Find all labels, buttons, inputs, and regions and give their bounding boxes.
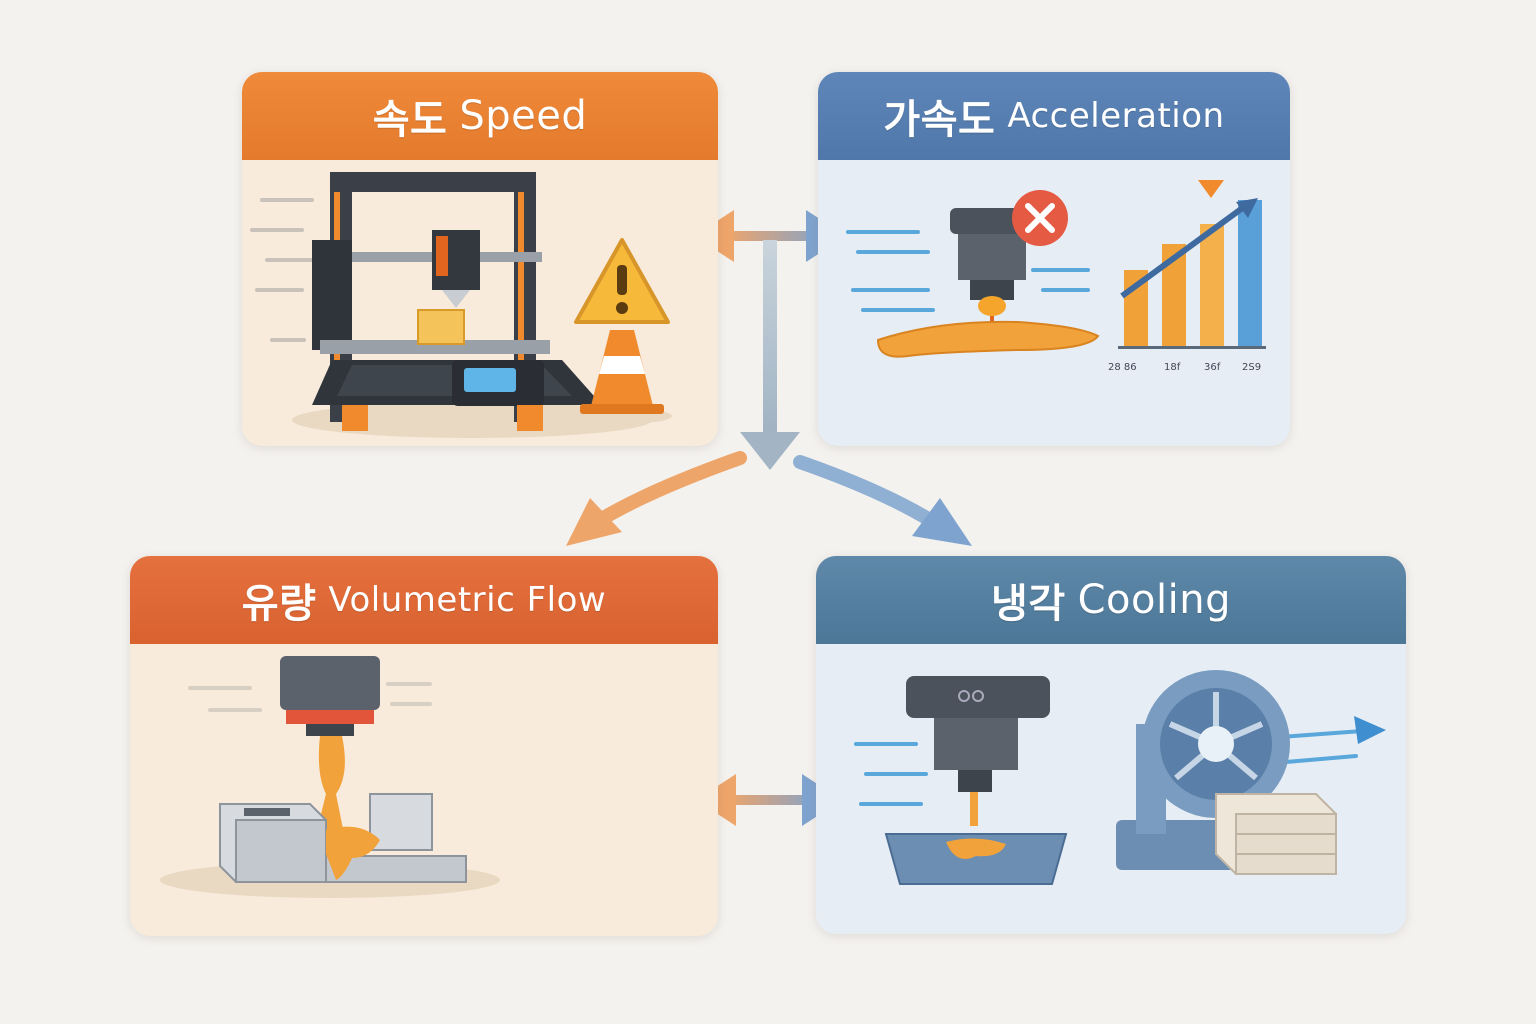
error-x-icon [1012,190,1068,246]
chart-label-2: 18f [1164,362,1181,373]
card-speed-header: 속도 Speed [242,72,718,160]
card-cooling-header: 냉각 Cooling [816,556,1406,644]
3d-printer-icon [292,172,652,438]
blocks-icon [160,793,500,898]
card-flow-title-ko: 유량 [241,581,317,627]
card-acceleration-title-ko: 가속도 [883,97,996,143]
card-acceleration: 가속도 Acceleration [818,72,1290,446]
card-speed: 속도 Speed [242,72,718,446]
cooled-block-icon [1215,793,1337,875]
card-cooling: 냉각 Cooling [816,556,1406,934]
traffic-cone-icon [572,330,672,424]
cooling-nozzle-icon [884,676,1068,885]
warning-icon [574,238,670,324]
card-speed-title-en: Speed [459,93,588,139]
bar-chart-icon: 28 86 18f 36f 2S9 [1108,180,1266,373]
motion-lines [846,230,1090,312]
chart-label-1: 28 86 [1108,362,1137,373]
card-acceleration-header: 가속도 Acceleration [818,72,1290,160]
curve-arrow-left [566,451,747,546]
speed-lines [188,682,432,712]
card-flow-title-en: Volumetric Flow [328,580,607,620]
chart-label-3: 36f [1204,362,1221,373]
curve-arrow-right [793,455,972,546]
card-cooling-title-en: Cooling [1077,577,1231,623]
flow-nozzle-icon [280,656,380,834]
card-acceleration-title-en: Acceleration [1007,96,1225,136]
nozzle-icon [876,208,1100,358]
chart-label-4: 2S9 [1242,362,1261,373]
card-cooling-title-ko: 냉각 [991,581,1066,627]
speed-lines [250,198,314,342]
fan-icon [1116,670,1386,870]
card-flow-header: 유량 Volumetric Flow [130,556,718,644]
vertical-arrow [740,240,800,470]
card-volumetric-flow: 유량 Volumetric Flow [130,556,718,936]
card-speed-title-ko: 속도 [372,97,448,143]
